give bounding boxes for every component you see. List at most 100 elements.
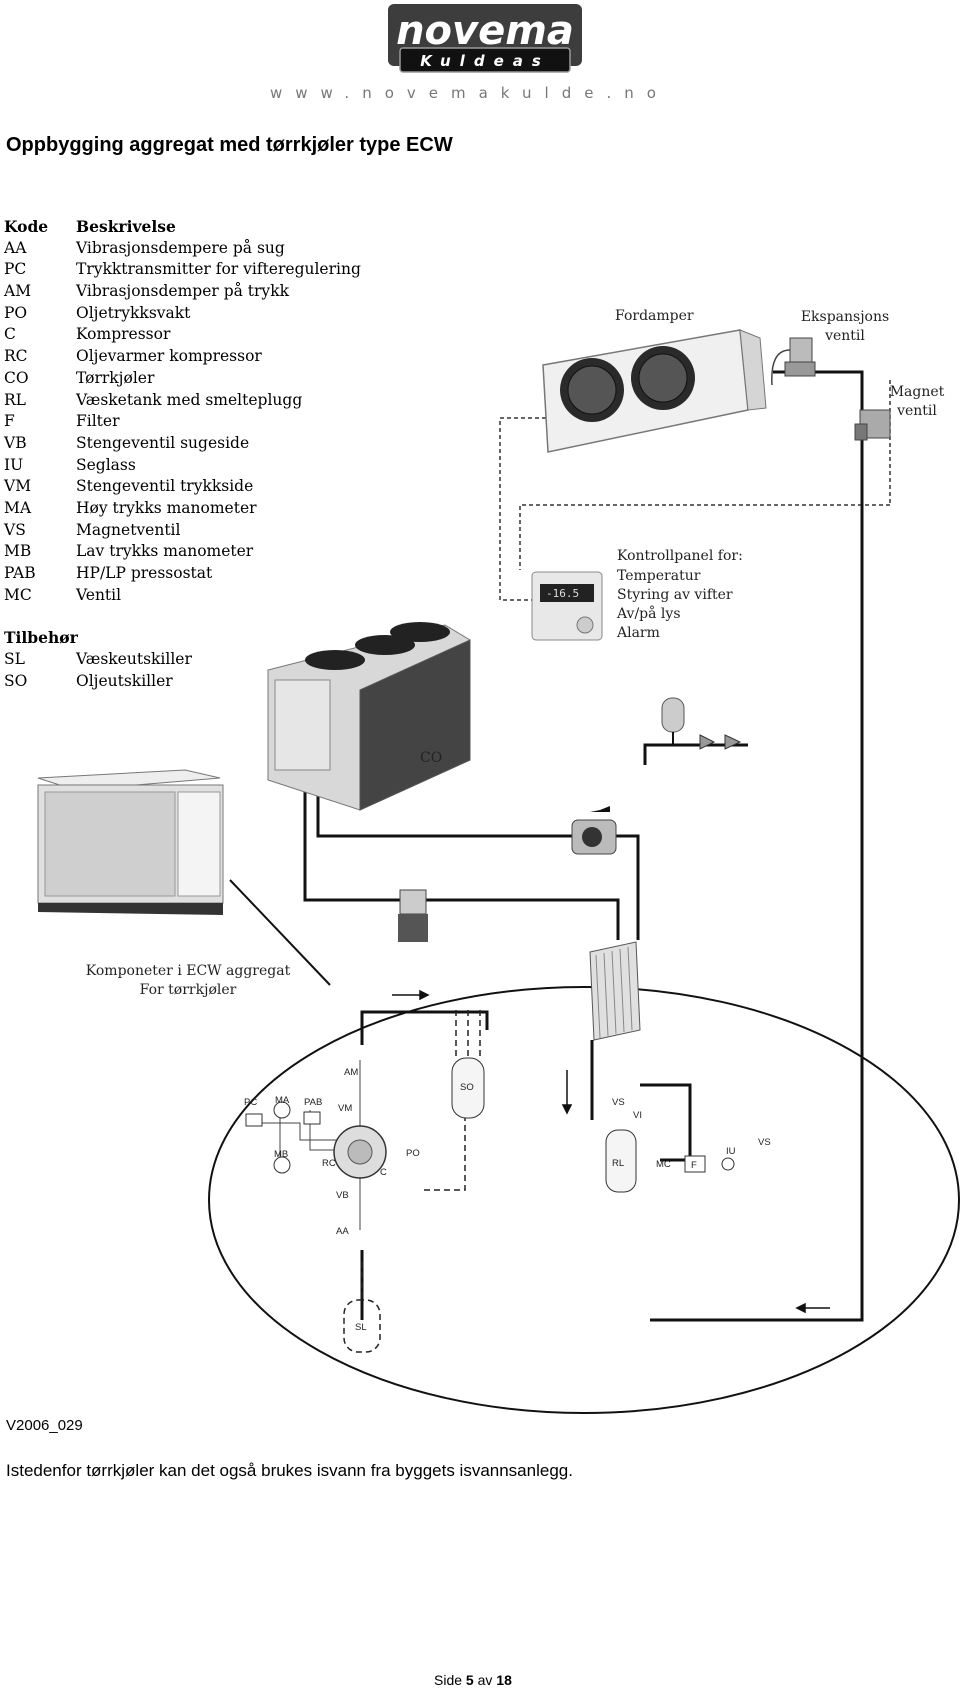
expansion-tank-icon bbox=[661, 697, 685, 745]
page-prefix: Side bbox=[434, 1672, 463, 1688]
legend-code: RC bbox=[4, 347, 28, 366]
legend-row: IU Seglass bbox=[4, 455, 136, 477]
accessory-row: SO Oljeutskiller bbox=[4, 671, 173, 693]
legend-desc: Stengeventil sugeside bbox=[76, 433, 250, 452]
control-label-3: Av/på lys bbox=[616, 605, 681, 622]
label-vs2: VS bbox=[758, 1137, 771, 1148]
legend-desc: Væskeutskiller bbox=[76, 650, 192, 669]
plate-heat-exchanger bbox=[589, 941, 641, 1041]
legend-desc: Ventil bbox=[76, 585, 122, 604]
legend-desc: Vibrasjonsdemper på trykk bbox=[76, 282, 289, 301]
legend-desc: Magnetventil bbox=[76, 520, 181, 539]
label-vm: VM bbox=[338, 1103, 352, 1114]
legend-desc: Væsketank med smelteplugg bbox=[76, 390, 303, 409]
legend-code: VS bbox=[4, 520, 26, 539]
control-panel: -16.5 bbox=[531, 571, 603, 641]
expansion-valve-icon bbox=[771, 337, 816, 386]
magnet-valve-label: Magnet bbox=[890, 384, 945, 400]
legend-code: MA bbox=[4, 498, 32, 517]
legend-row: PO Oljetrykksvakt bbox=[4, 303, 190, 325]
logo-brand: novema bbox=[396, 8, 574, 54]
legend-desc: Oljetrykksvakt bbox=[76, 303, 191, 322]
gauge-mb-icon bbox=[273, 1156, 291, 1174]
label-am: AM bbox=[344, 1067, 358, 1078]
page-number: Side 5 av 18 bbox=[434, 1672, 512, 1688]
label-ma: MA bbox=[275, 1095, 290, 1106]
accessory-row: SL Væskeutskiller bbox=[4, 649, 192, 671]
legend-code-header: Kode bbox=[4, 217, 49, 236]
label-pc: PC bbox=[244, 1097, 257, 1108]
label-rc: RC bbox=[322, 1158, 336, 1169]
evaporator-unit bbox=[542, 329, 767, 453]
legend-row: MB Lav trykks manometer bbox=[4, 541, 253, 563]
legend-row: C Kompressor bbox=[4, 324, 170, 346]
legend-code: IU bbox=[4, 455, 24, 474]
compressor-icon bbox=[333, 1125, 387, 1179]
legend-row: MC Ventil bbox=[4, 585, 121, 607]
label-aa: AA bbox=[336, 1226, 349, 1237]
legend-code: PAB bbox=[4, 564, 36, 582]
components-ellipse bbox=[208, 986, 960, 1414]
expansion-valve-label-2: ventil bbox=[824, 328, 865, 344]
legend-row: MA Høy trykks manometer bbox=[4, 498, 257, 520]
filter-icon bbox=[684, 1155, 706, 1173]
legend-row: VB Stengeventil sugeside bbox=[4, 433, 249, 455]
legend-row: AM Vibrasjonsdemper på trykk bbox=[4, 281, 289, 303]
legend-code: VB bbox=[4, 433, 27, 452]
label-f: F bbox=[691, 1160, 697, 1171]
legend-desc: Kompressor bbox=[76, 325, 171, 344]
label-vb: VB bbox=[336, 1190, 349, 1201]
legend-code: PC bbox=[4, 260, 27, 279]
evaporator-label: Fordamper bbox=[615, 308, 694, 324]
label-sl: SL bbox=[355, 1322, 367, 1333]
legend-code: MB bbox=[4, 542, 32, 561]
sight-glass-icon bbox=[721, 1157, 735, 1171]
control-label-2: Styring av vifter bbox=[617, 587, 733, 603]
dry-cooler-unit bbox=[267, 622, 471, 811]
legend-code: AM bbox=[4, 282, 32, 301]
legend-code: SL bbox=[4, 650, 25, 669]
condensing-unit bbox=[37, 769, 224, 915]
oil-separator-icon bbox=[451, 1057, 485, 1119]
label-pab: PAB bbox=[304, 1097, 322, 1108]
legend-desc: Tørrkjøler bbox=[76, 368, 155, 387]
label-c: C bbox=[380, 1167, 387, 1178]
components-label-2: For tørrkjøler bbox=[140, 982, 237, 998]
legend-desc: Oljevarmer kompressor bbox=[76, 347, 262, 366]
legend-code: AA bbox=[4, 238, 27, 257]
legend-row: VS Magnetventil bbox=[4, 520, 180, 542]
pressure-transmitter-icon bbox=[245, 1113, 263, 1127]
legend-code: C bbox=[4, 325, 16, 344]
page-current: 5 bbox=[465, 1672, 474, 1688]
legend-code: MC bbox=[4, 585, 32, 604]
legend-desc: Stengeventil trykkside bbox=[76, 477, 254, 496]
label-so: SO bbox=[460, 1082, 474, 1093]
expansion-valve-label: Ekspansjons bbox=[801, 309, 889, 325]
page-mid: av bbox=[477, 1672, 493, 1688]
flow-arrows bbox=[392, 989, 830, 1314]
legend-code: SO bbox=[4, 671, 28, 690]
legend-code: PO bbox=[4, 303, 28, 322]
logo-sub: Kuldeas bbox=[420, 52, 550, 70]
legend-row: F Filter bbox=[4, 411, 119, 433]
pressostat-icon bbox=[303, 1111, 321, 1125]
legend-desc: Seglass bbox=[76, 455, 136, 474]
legend-code: F bbox=[4, 412, 15, 431]
legend-desc: Høy trykks manometer bbox=[76, 498, 257, 517]
footer-note: Istedenfor tørrkjøler kan det også bruke… bbox=[6, 1461, 573, 1480]
legend-desc-header: Beskrivelse bbox=[76, 217, 176, 236]
legend-desc: Lav trykks manometer bbox=[76, 542, 254, 561]
legend-row: RC Oljevarmer kompressor bbox=[4, 346, 262, 368]
legend-desc: Filter bbox=[76, 412, 120, 431]
logo-url: www.novemakulde.no bbox=[270, 84, 669, 102]
legend-desc: Oljeutskiller bbox=[76, 671, 173, 690]
control-label-title: Kontrollpanel for: bbox=[617, 548, 743, 564]
accessories-title: Tilbehør bbox=[4, 628, 78, 648]
